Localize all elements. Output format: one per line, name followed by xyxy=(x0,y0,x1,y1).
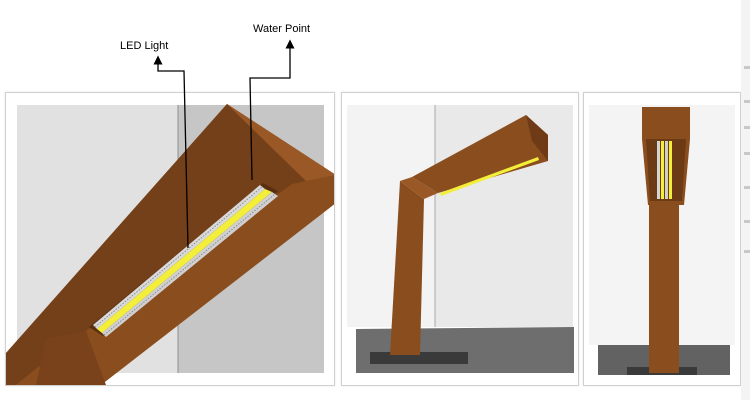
post-vertical xyxy=(390,181,424,355)
led-light-label: LED Light xyxy=(120,40,169,52)
edge-mark xyxy=(744,186,750,189)
front-led xyxy=(661,141,664,199)
post-body-side xyxy=(6,104,306,385)
closeup-panel xyxy=(5,92,335,386)
post-end-face xyxy=(36,331,106,385)
edge-mark xyxy=(744,100,750,103)
edge-mark xyxy=(744,250,750,253)
front-view-panel xyxy=(583,92,741,386)
edge-mark xyxy=(744,126,750,129)
perspective-led xyxy=(440,157,539,196)
front-post xyxy=(649,203,679,373)
led-light-strip xyxy=(97,189,272,333)
post-arm xyxy=(412,115,548,193)
edge-mark xyxy=(744,66,750,69)
edge-strip xyxy=(741,0,750,400)
edge-mark xyxy=(744,152,750,155)
closeup-illustration xyxy=(6,104,334,385)
floor xyxy=(356,327,574,373)
edge-mark xyxy=(744,220,750,223)
water-point-label: Water Point xyxy=(253,23,311,35)
perspective-illustration xyxy=(347,105,574,373)
perspective-panel xyxy=(341,92,579,386)
front-view-illustration xyxy=(589,105,735,375)
